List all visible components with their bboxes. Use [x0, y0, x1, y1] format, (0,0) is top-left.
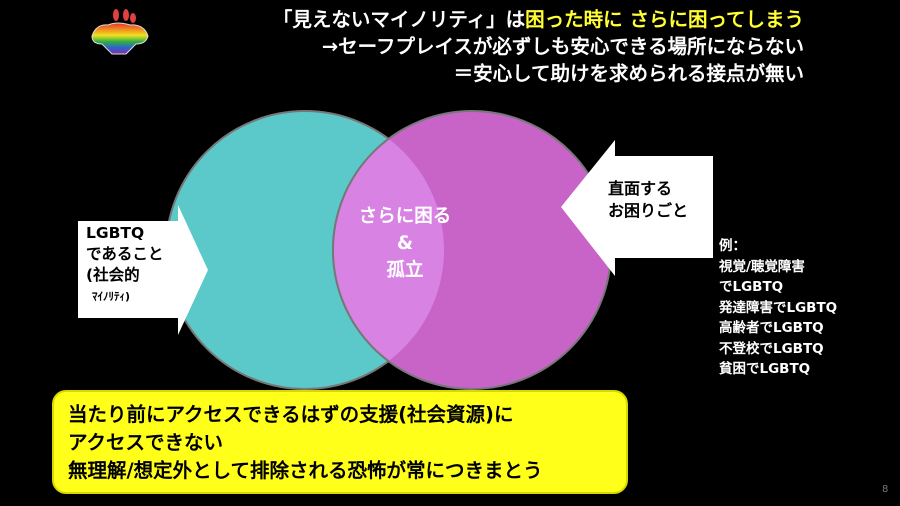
examples-list: 例： 視覚/聴覚障害 でLGBTQ 発達障害でLGBTQ 高齢者でLGBTQ 不…	[719, 236, 837, 380]
list-item: 不登校でLGBTQ	[719, 340, 824, 357]
left-pointing-arrow-icon	[561, 140, 713, 276]
rainbow-flower-logo-icon	[91, 9, 149, 55]
examples-heading: 例：	[719, 238, 746, 254]
list-item: 視覚/聴覚障害	[719, 258, 805, 275]
list-item: 発達障害でLGBTQ	[719, 299, 838, 316]
title-line-3: ＝安心して助けを求められる接点が無い	[453, 62, 804, 85]
yellow-callout-box: 当たり前にアクセスできるはずの支援(社会資源)に アクセスできない 無理解/想定…	[52, 390, 628, 494]
title-prefix: 「見えないマイノリティ」は	[272, 8, 526, 31]
overlap-label: さらに困る & 孤立	[358, 206, 452, 281]
left-arrow-label: LGBTQ であること (社会的 ﾏｲﾉﾘﾃｨ)	[86, 224, 164, 303]
callout-line-1: 当たり前にアクセスできるはずの支援(社会資源)に	[68, 403, 514, 426]
list-item: 高齢者でLGBTQ	[719, 320, 824, 336]
list-item: 貧困でLGBTQ	[719, 361, 811, 377]
right-pointing-arrow-icon	[78, 205, 208, 335]
page-title: 「見えないマイノリティ」は困った時に さらに困ってしまう →セーフプレイスが必ず…	[273, 6, 804, 87]
page-number: 8	[882, 484, 889, 495]
callout-line-3: 無理解/想定外として排除される恐怖が常につきまとう	[68, 459, 543, 482]
overlap-region	[333, 111, 444, 389]
right-arrow-label: 直面する お困りごと	[608, 179, 689, 220]
title-highlight: 困った時に さらに困ってしまう	[525, 8, 804, 31]
callout-line-2: アクセスできない	[68, 431, 224, 454]
title-line-2: →セーフプレイスが必ずしも安心できる場所にならない	[321, 35, 804, 58]
list-item: でLGBTQ	[719, 279, 784, 295]
